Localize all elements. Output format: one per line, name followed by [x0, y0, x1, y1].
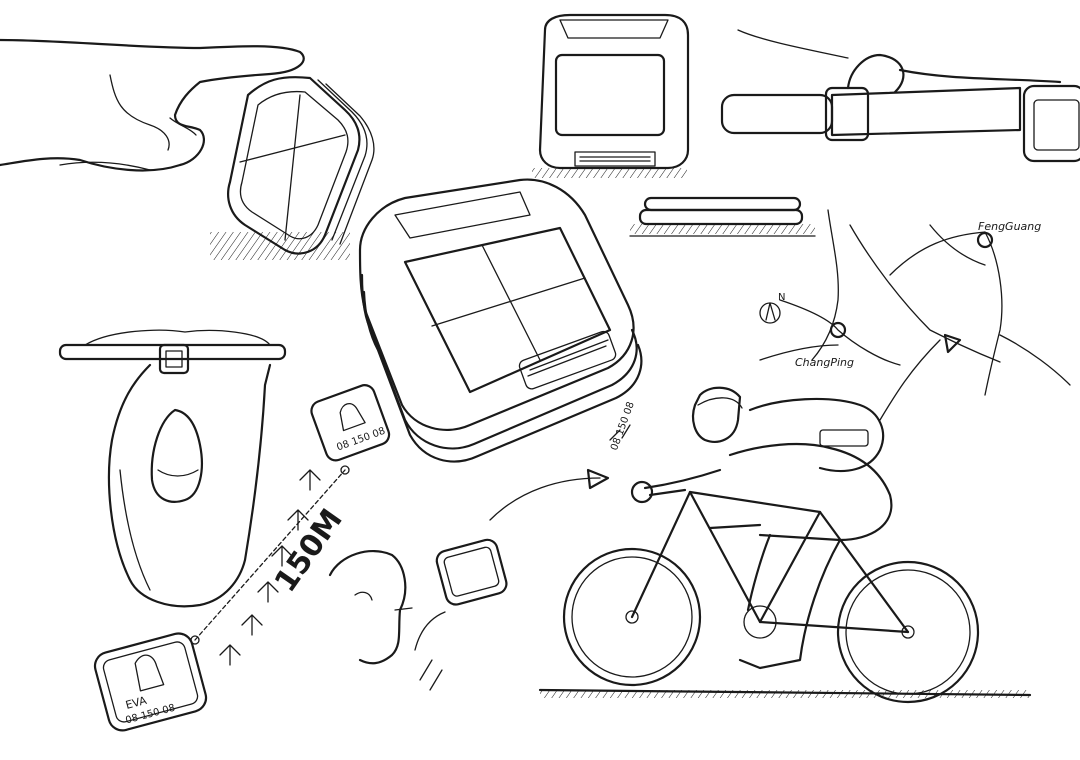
- handlebar-mount-sketch: [720, 29, 1080, 163]
- device-tilted-sketch: [210, 76, 375, 260]
- map-label-center: ChangPing: [795, 356, 854, 369]
- floating-device-icon: [435, 538, 508, 606]
- floating-numbers: 08 150 08: [609, 400, 637, 452]
- direction-arrows: [219, 469, 321, 666]
- route-map-sketch: N ChangPing FengGuang: [759, 209, 1071, 421]
- device-side-profile-sketch: [629, 196, 816, 237]
- cast-shadow: [210, 232, 350, 260]
- cyclist-sketch: 08 150 08: [538, 386, 1032, 704]
- face-with-device-sketch: [328, 468, 610, 691]
- map-label-top: FengGuang: [978, 220, 1041, 233]
- map-north-label: N: [778, 292, 785, 303]
- distance-callout: 150M: [268, 503, 350, 599]
- device-name-label: EVA: [124, 694, 148, 712]
- hand-holding-device-sketch: [0, 38, 305, 172]
- small-device-icon-top: 08 150 08: [310, 384, 391, 462]
- device-isometric-main-sketch: [358, 178, 643, 463]
- rider-top-view-sketch: [58, 329, 287, 608]
- small-device-icon-bottom: EVA 08 150 08: [93, 632, 208, 732]
- device-front-view-sketch: [532, 13, 690, 178]
